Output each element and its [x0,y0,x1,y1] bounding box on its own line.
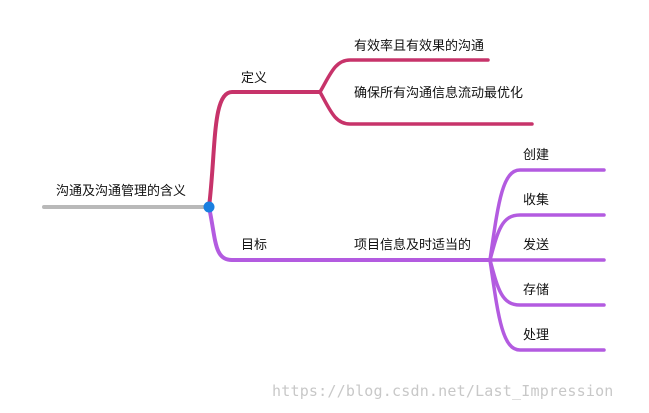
goal-branch-line [207,205,492,262]
goal-leaf-2-line [488,213,606,262]
definition-branch-line [207,90,322,209]
goal-leaf-4-label: 存储 [523,283,550,298]
center-dot [203,201,215,213]
goal-leaf-5-label: 处理 [523,328,550,343]
goal-leaf-2-label: 收集 [523,193,550,208]
goal-sub-label: 项目信息及时适当的 [354,238,472,253]
definition-label: 定义 [241,71,268,86]
goal-leaf-3-label: 发送 [523,238,550,253]
goal-leaf-1-label: 创建 [523,148,550,163]
goal-label: 目标 [241,238,268,253]
definition-child-2-line [318,90,534,126]
watermark-text: https://blog.csdn.net/Last_Impression [272,382,614,400]
goal-leaf-1-line [488,168,606,262]
definition-child-2-label: 确保所有沟通信息流动最优化 [354,86,524,101]
definition-child-1-label: 有效率且有效果的沟通 [354,39,485,54]
definition-child-1-line [318,58,490,94]
goal-leaf-5-line [488,258,606,352]
root-label: 沟通及沟通管理的含义 [56,184,187,199]
